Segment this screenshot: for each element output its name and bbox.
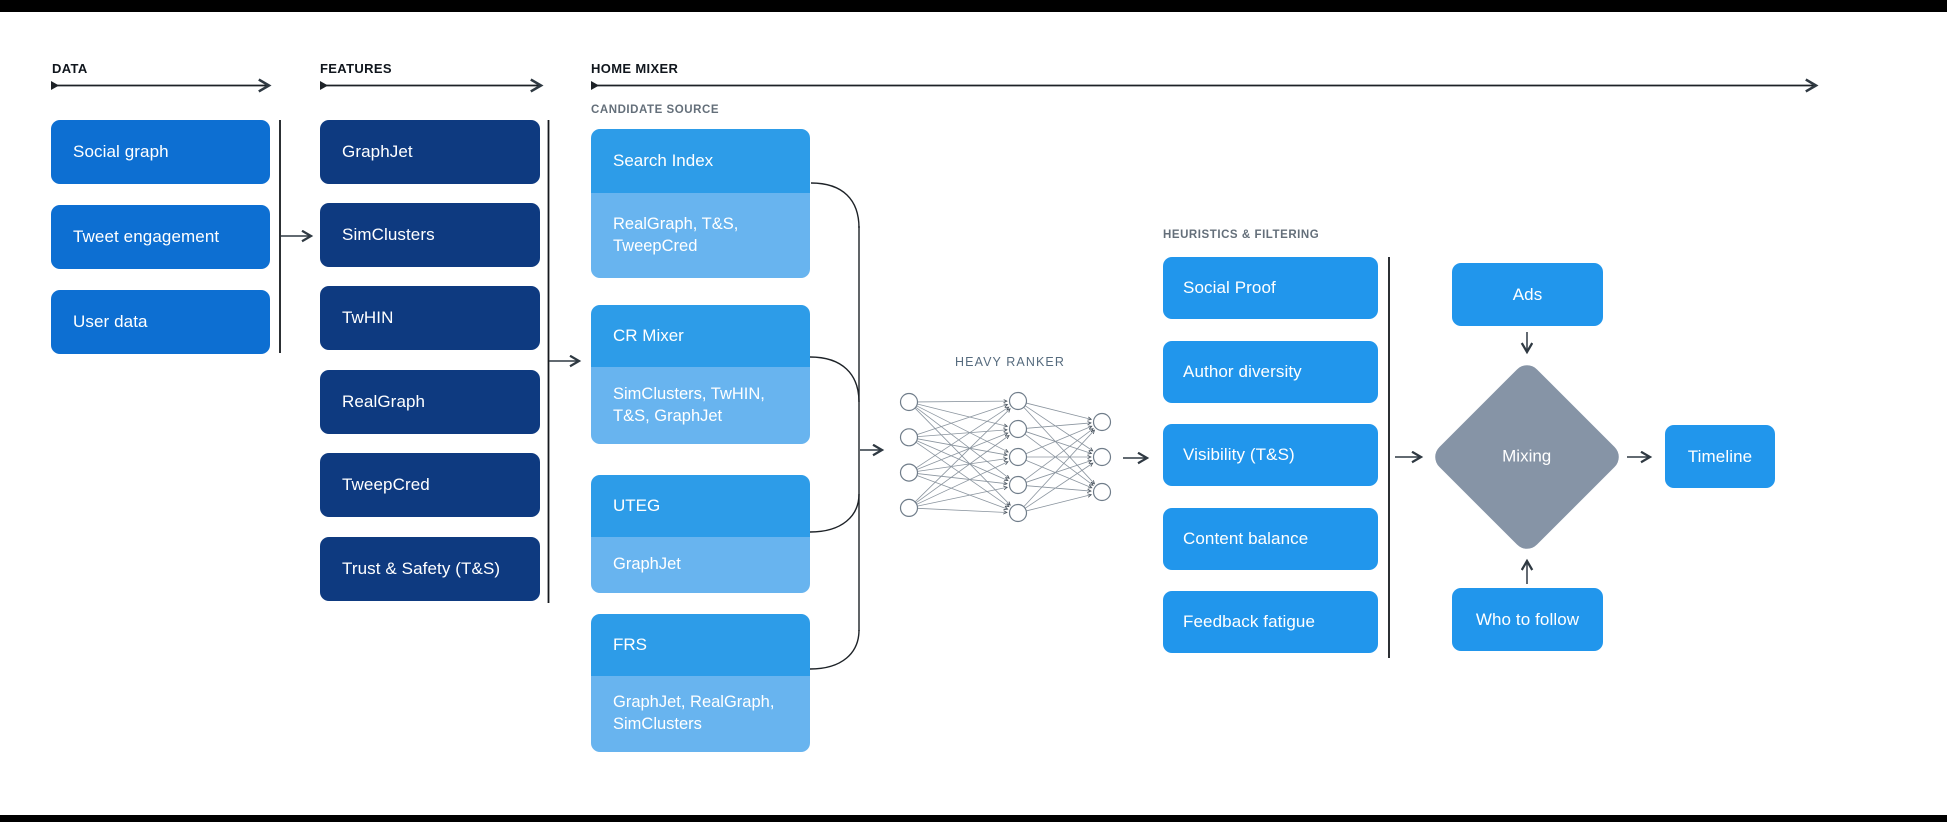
candidate-name: Search Index [591,129,810,193]
data-box-tweet-engagement: Tweet engagement [51,205,270,269]
ads-box: Ads [1452,263,1603,326]
mixing-diamond: Mixing [1429,359,1625,555]
data-box-user-data: User data [51,290,270,354]
candidate-sources: RealGraph, T&S, TweepCred [591,193,810,278]
candidate-sources: SimClusters, TwHIN, T&S, GraphJet [591,367,810,444]
section-header-data: DATA [52,61,88,76]
box-label: Trust & Safety (T&S) [342,559,501,578]
curve-search-index [810,182,860,229]
feature-box-twhin: TwHIN [320,286,540,350]
heuristic-box-feedback-fatigue: Feedback fatigue [1163,591,1378,653]
curve-uteg [809,493,860,533]
section-header-home-mixer: HOME MIXER [591,61,679,76]
candidate-box-frs: FRS GraphJet, RealGraph, SimClusters [591,614,810,752]
candidate-box-uteg: UTEG GraphJet [591,475,810,593]
box-label: GraphJet [342,142,413,161]
box-label: TwHIN [342,308,394,327]
candidate-name: UTEG [591,475,810,537]
curve-frs [809,629,860,670]
heuristic-box-visibility: Visibility (T&S) [1163,424,1378,486]
bottom-black-bar [0,815,1947,822]
box-label: Tweet engagement [73,227,220,246]
heavy-ranker-label: HEAVY RANKER [955,355,1065,369]
heuristic-box-social-proof: Social Proof [1163,257,1378,319]
candidate-box-cr-mixer: CR Mixer SimClusters, TwHIN, T&S, GraphJ… [591,305,810,444]
top-black-bar [0,0,1947,12]
mixing-label: Mixing [1502,447,1552,466]
heuristic-box-author-diversity: Author diversity [1163,341,1378,403]
candidate-sources: GraphJet [591,537,810,593]
feature-box-graphjet: GraphJet [320,120,540,184]
feature-box-trust-safety: Trust & Safety (T&S) [320,537,540,601]
box-label: Social graph [73,142,169,161]
candidate-source-label: CANDIDATE SOURCE [591,104,720,116]
box-label: RealGraph [342,392,426,411]
box-label: TweepCred [342,475,430,494]
box-label: User data [73,312,148,331]
candidate-name: CR Mixer [591,305,810,367]
neural-network-graphic [899,391,1112,523]
curve-cr-mixer [809,356,860,403]
feature-box-tweepcred: TweepCred [320,453,540,517]
candidate-name: FRS [591,614,810,676]
candidate-sources: GraphJet, RealGraph, SimClusters [591,676,810,752]
candidate-box-search-index: Search Index RealGraph, T&S, TweepCred [591,129,810,278]
section-header-features: FEATURES [320,61,392,76]
heuristics-label: HEURISTICS & FILTERING [1163,229,1320,241]
timeline-box: Timeline [1665,425,1775,488]
feature-box-simclusters: SimClusters [320,203,540,267]
who-to-follow-box: Who to follow [1452,588,1603,651]
heuristic-box-content-balance: Content balance [1163,508,1378,570]
feature-box-realgraph: RealGraph [320,370,540,434]
box-label: SimClusters [342,225,435,244]
data-box-social-graph: Social graph [51,120,270,184]
